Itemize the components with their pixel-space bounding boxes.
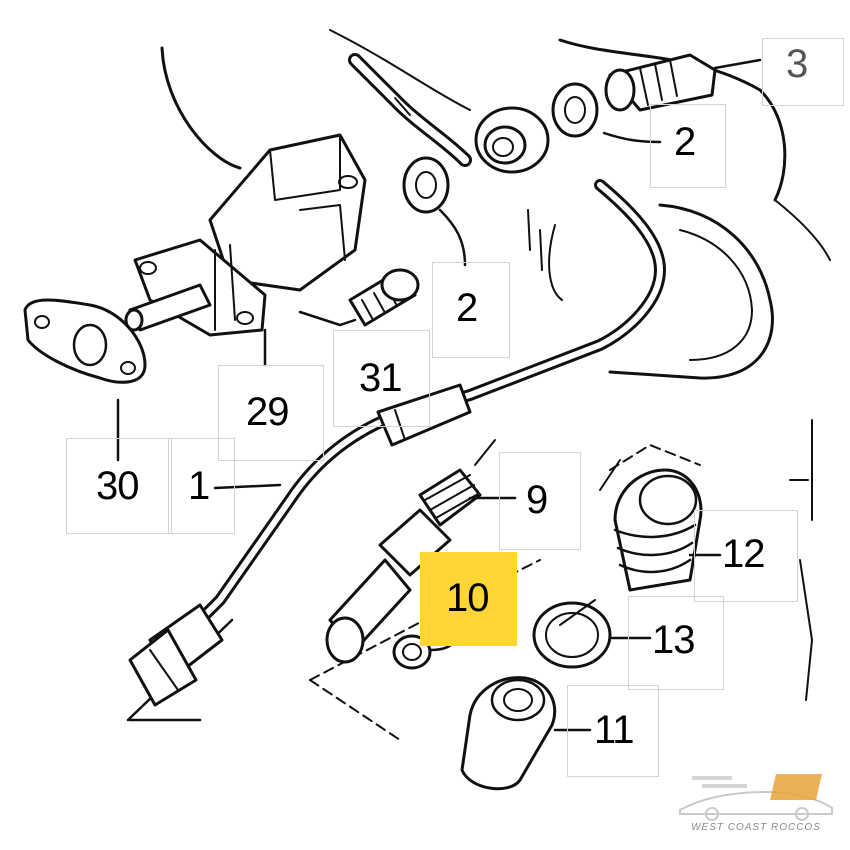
label-box-9: [499, 452, 581, 550]
injector-tip: [325, 616, 365, 664]
engine-outline-arc: [160, 46, 242, 170]
gasket-30-hole: [34, 315, 50, 329]
leader-2a: [602, 131, 662, 144]
washer-2-top: [551, 82, 599, 138]
label-box-11: [567, 685, 659, 777]
engine-outline-arc: [679, 229, 753, 361]
screw-31-head: [380, 268, 420, 302]
engine-outline-arc: [774, 199, 831, 261]
callout-3: 3: [786, 42, 808, 86]
hose-top-mark: [394, 97, 411, 116]
banjo-fitting: [483, 125, 527, 165]
logo-text: WEST COAST ROCCOS: [691, 822, 821, 833]
valve-body: [208, 133, 367, 292]
insert-11-top: [490, 678, 546, 722]
cup-13-arrow: [559, 599, 596, 626]
pipe-sleeve: [394, 409, 406, 441]
label-box-3: [762, 38, 844, 106]
banjo-fitting: [474, 106, 550, 174]
callout-2-mid: 2: [456, 286, 478, 330]
label-box-1: [168, 438, 235, 534]
gasket-30-hole: [72, 323, 108, 367]
dashed-bracket: [599, 459, 621, 491]
valve-flange-hole: [139, 261, 157, 275]
valve-plunger-end: [124, 308, 144, 332]
engine-outline-right: [799, 419, 813, 701]
valve-body: [299, 204, 346, 261]
leader-1: [213, 483, 282, 490]
leader-31: [298, 310, 357, 327]
car-logo-icon: [679, 774, 833, 821]
dashed-bracket: [609, 444, 701, 471]
label-box-29: [218, 365, 324, 461]
insert-11-top: [503, 688, 533, 712]
callout-10: 10: [446, 576, 489, 620]
leader-3: [713, 58, 762, 70]
cup-13: [545, 612, 599, 658]
washer-2-top: [564, 96, 586, 124]
engine-outline-arc: [608, 203, 774, 380]
callout-13: 13: [652, 618, 695, 662]
engine-outline-arc: [558, 38, 787, 202]
label-box-2b: [432, 262, 510, 358]
label-box-30: [66, 438, 172, 534]
union-nut: [149, 649, 179, 691]
callout-9: 9: [526, 478, 548, 522]
dashed-bracket: [474, 439, 496, 466]
west-coast-roccos-logo: WEST COAST ROCCOS: [672, 770, 840, 840]
gasket-30-hole: [120, 361, 136, 375]
dashed-bracket: [309, 679, 401, 741]
bolt-top-head: [604, 68, 636, 112]
insert-11: [460, 676, 557, 791]
callout-31: 31: [359, 356, 402, 400]
label-box-2a: [650, 104, 726, 188]
bolt-top: [639, 59, 678, 106]
dashed-bracket: [548, 224, 563, 301]
callout-30: 30: [96, 464, 139, 508]
label-box-31: [333, 330, 430, 427]
valve-lines: [214, 244, 236, 331]
spring-12-top: [638, 474, 698, 526]
spring-12: [613, 468, 703, 592]
valve-body: [269, 134, 341, 201]
gasket-30: [23, 298, 147, 384]
dashed-bracket: [309, 559, 541, 681]
callout-11: 11: [594, 708, 635, 752]
dashed-bracket: [527, 209, 543, 271]
engine-outline-arc: [329, 29, 471, 111]
spring-12: [613, 523, 697, 574]
seal-ring-10: [402, 643, 422, 661]
callout-2-top: 2: [674, 120, 696, 164]
highlight-part-10: [420, 552, 517, 646]
bolt-top: [608, 53, 717, 112]
label-box-13: [628, 596, 724, 690]
injector-body: [378, 508, 452, 577]
callout-29: 29: [246, 390, 289, 434]
label-box-12: [694, 510, 798, 602]
leader-2b: [438, 208, 467, 267]
callout-12: 12: [722, 532, 765, 576]
pipe-1-inner: [187, 182, 663, 633]
washer-2-mid: [402, 156, 450, 214]
callout-1: 1: [188, 464, 210, 508]
valve-body-hole: [338, 175, 358, 189]
banjo-fitting: [492, 137, 514, 157]
washer-2-mid: [415, 171, 437, 199]
valve-flange-hole: [236, 311, 254, 325]
